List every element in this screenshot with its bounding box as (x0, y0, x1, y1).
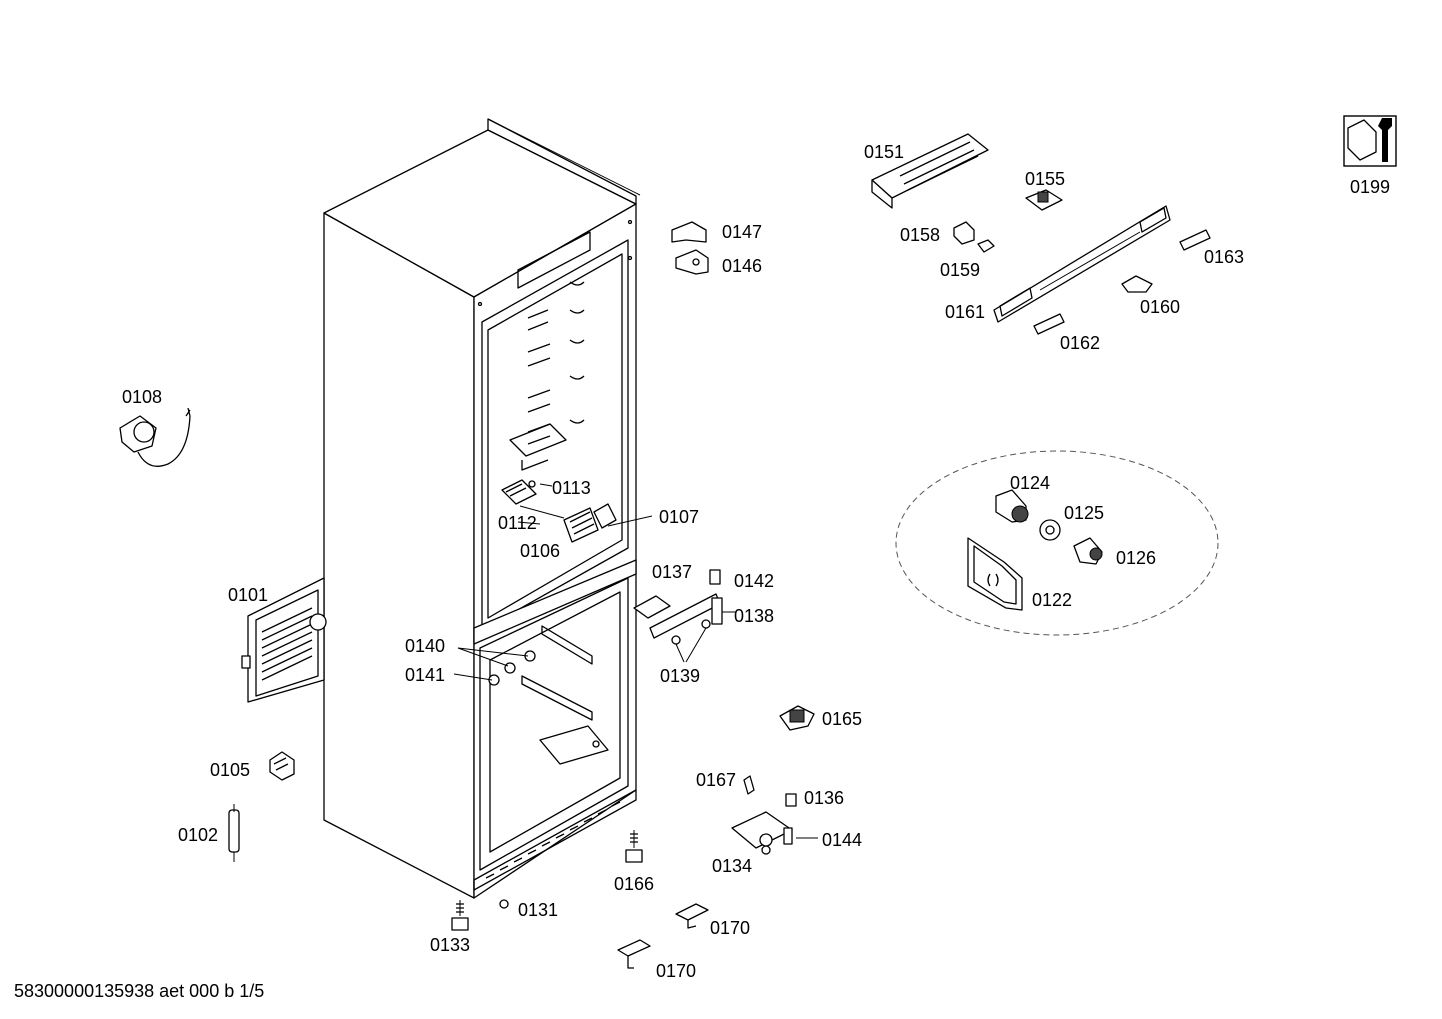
label-0170-upper: 0170 (710, 918, 751, 938)
label-0144: 0144 (822, 830, 863, 850)
label-0141: 0141 (405, 665, 446, 685)
label-0161: 0161 (945, 302, 986, 322)
label-0134: 0134 (712, 856, 753, 876)
part-0162-0163 (1033, 229, 1211, 335)
label-0133: 0133 (430, 935, 471, 955)
label-0136: 0136 (804, 788, 845, 808)
label-0155: 0155 (1025, 169, 1066, 189)
part-0167-0136-0144-0134-bottom-hinge (731, 775, 818, 855)
label-0105: 0105 (210, 760, 251, 780)
part-0102-spacer (228, 804, 240, 862)
optional-group-outline (895, 450, 1219, 636)
label-0125: 0125 (1064, 503, 1105, 523)
part-0101-rear-cover (241, 577, 327, 703)
part-0124-lamp-holder (995, 489, 1029, 523)
label-0113: 0113 (552, 478, 591, 498)
part-0151-control-housing (871, 133, 989, 209)
cabinet-body (323, 118, 641, 899)
label-0158: 0158 (900, 225, 941, 245)
label-0163: 0163 (1204, 247, 1245, 267)
document-id-footer: 58300000135938 aet 000 b 1/5 (14, 981, 265, 1001)
part-0126-bulb (1073, 537, 1103, 565)
part-0166-0133-feet (451, 830, 643, 931)
part-0170-brackets (617, 903, 709, 969)
label-0167: 0167 (696, 770, 737, 790)
label-0108: 0108 (122, 387, 163, 407)
label-0166: 0166 (614, 874, 655, 894)
label-0199: 0199 (1350, 177, 1391, 197)
part-0147-0146-top-hinge (671, 221, 709, 275)
part-0122-cover (967, 537, 1023, 611)
label-0124: 0124 (1010, 473, 1051, 493)
part-0140-0141 (453, 647, 536, 686)
label-0107: 0107 (659, 507, 700, 527)
part-0112-0106-0107-0113 (501, 479, 653, 543)
part-0160 (1121, 275, 1153, 293)
part-0161-control-strip (993, 205, 1171, 323)
label-0170-lower: 0170 (656, 961, 697, 981)
part-0105 (269, 751, 295, 781)
part-0158-0159 (953, 221, 995, 253)
label-0126: 0126 (1116, 548, 1157, 568)
label-0142: 0142 (734, 571, 775, 591)
part-0155 (1025, 189, 1063, 211)
label-0101: 0101 (228, 585, 269, 605)
leader-lines (517, 521, 541, 525)
label-0138: 0138 (734, 606, 775, 626)
part-0108-power-cord (119, 407, 191, 467)
label-0139: 0139 (660, 666, 701, 686)
label-0131: 0131 (518, 900, 559, 920)
label-0122: 0122 (1032, 590, 1073, 610)
label-0165: 0165 (822, 709, 863, 729)
label-0137: 0137 (652, 562, 693, 582)
part-0125-ring (1039, 519, 1061, 541)
label-0102: 0102 (178, 825, 219, 845)
part-0137-0142-0138-0139-middle-hinge (633, 569, 736, 663)
label-0159: 0159 (940, 260, 981, 280)
label-0162: 0162 (1060, 333, 1101, 353)
label-0160: 0160 (1140, 297, 1181, 317)
part-0165 (779, 705, 815, 731)
label-0147: 0147 (722, 222, 763, 242)
label-0146: 0146 (722, 256, 763, 276)
label-0151: 0151 (864, 142, 905, 162)
label-0140: 0140 (405, 636, 446, 656)
label-0112: 0112 (498, 513, 537, 533)
label-0106: 0106 (520, 541, 561, 561)
wrench-nut-icon (1343, 115, 1397, 167)
